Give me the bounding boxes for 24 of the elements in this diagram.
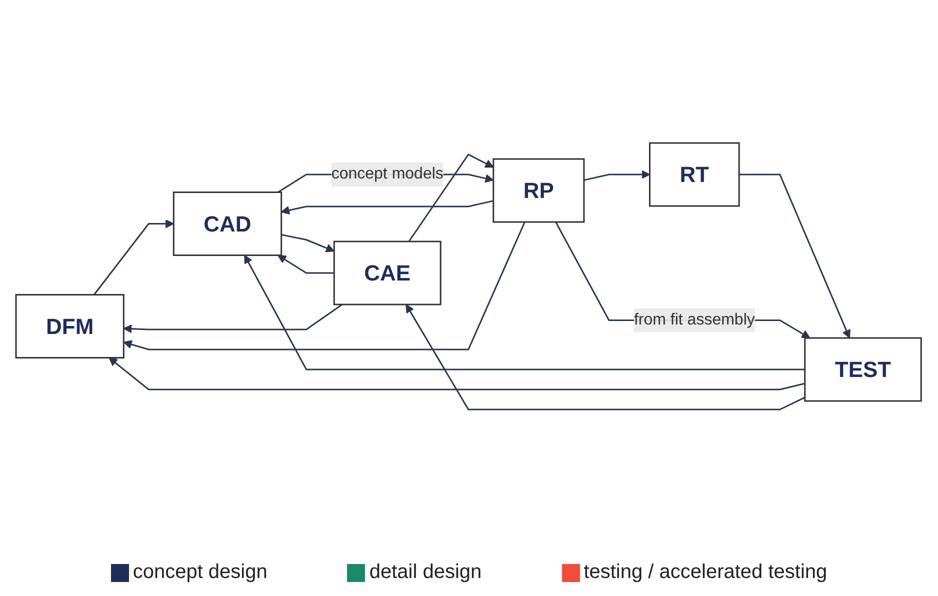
node-box: RT [649, 142, 740, 207]
arrow [109, 358, 806, 390]
edge-label: from fit assembly [634, 312, 756, 328]
node-box: CAD [173, 192, 283, 256]
node-box: DFM [16, 294, 125, 359]
legend-label: concept design [132, 561, 268, 584]
node-box: TEST [804, 338, 922, 402]
arrow [408, 154, 494, 242]
node-box: CAE [334, 241, 442, 306]
arrow [584, 170, 651, 182]
arrow [282, 234, 335, 252]
arrow [124, 304, 344, 334]
arrow [278, 255, 335, 274]
arrow [406, 304, 806, 410]
legend-label: testing / accelerated testing [584, 561, 828, 584]
arrow [740, 174, 851, 339]
legend-label: detail design [369, 561, 482, 584]
arrow [281, 200, 494, 215]
arrow [124, 222, 526, 350]
arrow [556, 222, 811, 339]
edge-label: concept models [332, 166, 444, 183]
arrow [94, 220, 174, 296]
node-box: RP [493, 158, 586, 223]
arrow [244, 255, 806, 370]
